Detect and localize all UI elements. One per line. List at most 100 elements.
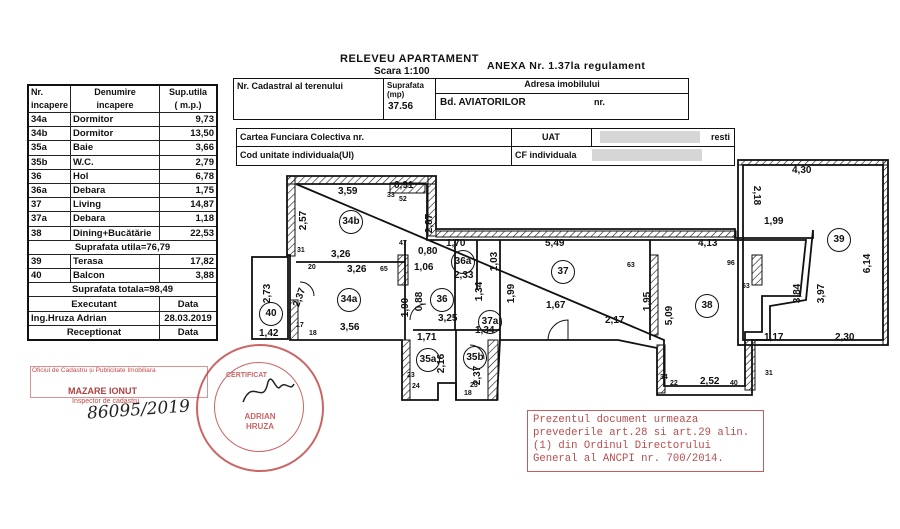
cadastral-box: Nr. Cadastral al terenului Suprafata (mp…: [233, 78, 689, 120]
dimension-label: 3,26: [347, 264, 367, 275]
height-mark: 34: [660, 374, 668, 381]
inner-wall: [295, 183, 808, 387]
stamp-name: ADRIAN HRUZA: [244, 412, 276, 431]
dimension-label: 0,88: [414, 291, 426, 312]
hatched-wall: [435, 230, 737, 238]
dimension-label: 3,26: [331, 249, 351, 260]
address-nr: nr.: [594, 97, 606, 107]
room-name: Baie: [70, 140, 160, 156]
cadastral-nr-cell: Nr. Cadastral al terenului: [234, 79, 384, 119]
hatched-wall: [882, 159, 889, 346]
room-area: 1,75: [159, 182, 218, 199]
room-label-34b: 34b: [339, 210, 363, 234]
hatched-wall: [286, 175, 296, 257]
dimension-label: 1,34: [474, 281, 486, 302]
address-value: Bd. AVIATORILOR: [440, 97, 526, 108]
hatched-wall: [737, 159, 889, 166]
legal-note: Prezentul document urmeaza prevederile a…: [527, 410, 764, 472]
stamp-inner-circle: [214, 362, 304, 452]
room-area: 14,87: [159, 197, 218, 213]
stamp-top-text: CERTIFICAT: [226, 372, 268, 379]
room-label-39: 39: [827, 228, 851, 252]
room-area: 1,18: [159, 211, 218, 227]
height-mark: 18: [309, 330, 317, 337]
dimension-label: 2,16: [436, 353, 448, 374]
dimension-label: 2,73: [262, 283, 274, 304]
terrace-inner: [742, 164, 884, 341]
dimension-label: 2,30: [835, 332, 855, 343]
balcony-outline: [251, 256, 289, 340]
outer-wall: [286, 175, 814, 401]
room-name: Debara: [70, 182, 160, 199]
dimension-label: 3,25: [438, 313, 458, 324]
dimension-label: 3,59: [338, 186, 358, 197]
room-nr: 37: [27, 197, 72, 213]
dimension-label: 1,42: [259, 328, 279, 339]
dimension-label: 5,49: [545, 238, 565, 249]
area-cell: Suprafata (mp) 37.56: [384, 79, 436, 119]
stamp-rect: [30, 366, 208, 398]
height-mark: 31: [297, 247, 305, 254]
height-mark: 63: [742, 283, 750, 290]
room-area: 13,50: [159, 126, 218, 142]
annex-label: ANEXA Nr. 1.37la regulament: [487, 60, 646, 72]
room-nr: 36a: [27, 182, 72, 199]
door-arc: [547, 319, 569, 341]
dimension-label: 2,52: [700, 376, 720, 387]
stamp-inspector-role: Inspector de cadastru: [72, 398, 140, 405]
dimension-label: 0,80: [418, 246, 438, 257]
dimension-label: 2,17: [605, 315, 625, 326]
room-label-40: 40: [259, 302, 283, 326]
door-arc: [299, 281, 315, 297]
room-label-36a: 36a: [451, 250, 475, 274]
redaction-block-2: [592, 149, 702, 161]
height-mark: 17: [296, 322, 304, 329]
hatched-wall: [289, 299, 299, 341]
room-name: Living: [70, 197, 160, 213]
room-label-35b: 35b: [463, 346, 487, 370]
dimension-label: 2,18: [751, 185, 763, 206]
room-name: Dormitor: [70, 126, 160, 142]
redaction-block: [600, 131, 700, 143]
executant-name: Ing.Hruza Adrian: [27, 310, 160, 326]
room-name: Debara: [70, 211, 160, 227]
registry-box: Cartea Funciara Colectiva nr. UAT resti …: [236, 128, 735, 166]
stamp-inspector-name: MAZARE IONUT: [68, 386, 137, 396]
dimension-label: 1,67: [546, 300, 566, 311]
dimension-label: 1,90: [400, 297, 412, 318]
hatched-wall: [389, 182, 426, 194]
useful-area-row: Suprafata utila=76,79: [27, 239, 218, 255]
room-area: 3,66: [159, 140, 218, 156]
room-label-37: 37: [551, 260, 575, 284]
dimension-label: 3,97: [816, 283, 828, 304]
dimension-label: 1,95: [642, 291, 654, 312]
dimension-label: 1,17: [764, 332, 784, 343]
dimension-label: 1,70: [446, 238, 466, 249]
cf-individuala: CF individuala: [515, 150, 577, 160]
dimension-label: 2,33: [454, 270, 474, 281]
height-mark: 18: [464, 390, 472, 397]
document-title: RELEVEU APARTAMENT: [340, 53, 479, 65]
height-mark: 33: [387, 192, 395, 199]
dimension-label: 2,57: [298, 210, 310, 231]
height-mark: 23: [470, 382, 478, 389]
height-mark: 31: [765, 370, 773, 377]
room-label-37a: 37a: [478, 310, 502, 334]
room-label-34a: 34a: [337, 288, 361, 312]
height-mark: 22: [670, 380, 678, 387]
cod-ui: Cod unitate individuala(UI): [237, 147, 512, 165]
room-name: Hol: [70, 168, 160, 184]
address-header: Adresa imobilului: [436, 79, 688, 94]
hatched-wall: [751, 254, 763, 286]
